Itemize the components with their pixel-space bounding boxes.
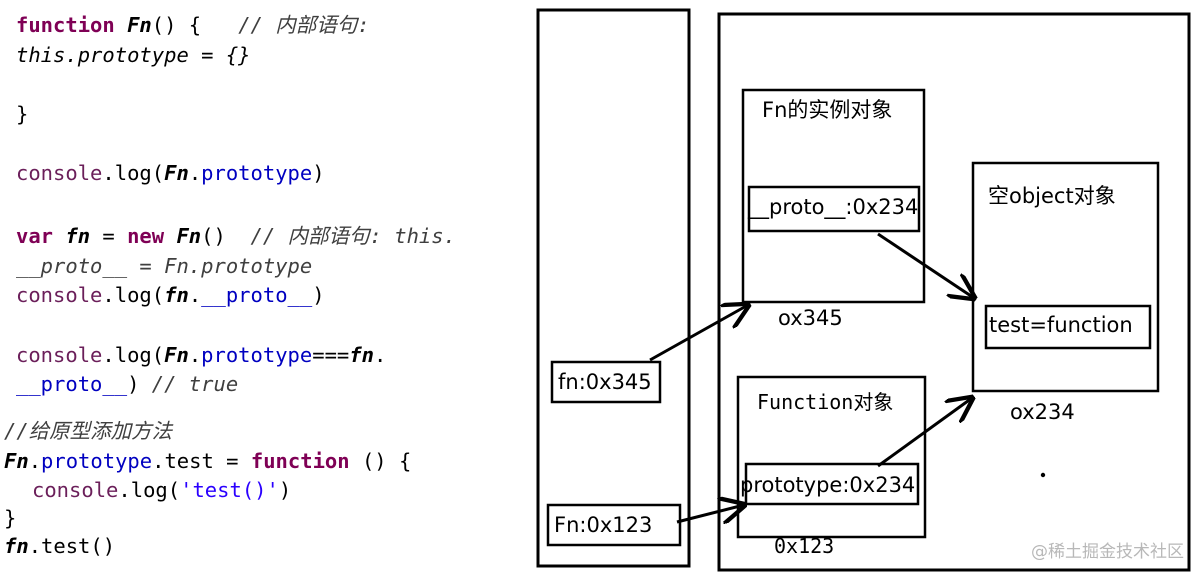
function-address: 0x123 — [774, 534, 835, 558]
code-line: console.log('test()') — [32, 478, 292, 502]
code-panel: function Fn() { // 内部语句: this.prototype … — [0, 0, 520, 576]
code-line: __proto__ = Fn.prototype — [16, 254, 313, 278]
function-object-box — [736, 375, 927, 539]
stack-Fn-label: Fn:0x123 — [554, 513, 653, 537]
empty-object-title: 空object对象 — [988, 184, 1116, 208]
instance-address: ox345 — [778, 306, 843, 330]
instance-proto-label: __proto__:0x234 — [748, 195, 919, 219]
instance-proto-cell — [747, 185, 921, 233]
code-line: console.log(fn.__proto__) — [16, 283, 325, 307]
stack-frame — [536, 8, 691, 568]
code-line: __proto__) // true — [16, 372, 239, 396]
instance-title: Fn的实例对象 — [762, 98, 893, 122]
stray-dot — [1040, 472, 1046, 478]
arrow-fn-to-instance — [649, 305, 748, 362]
arrow-Fn-to-function — [676, 505, 744, 522]
code-line: var fn = new Fn() // 内部语句: this. — [16, 224, 456, 248]
code-line: fn.test() — [4, 534, 116, 558]
stack-cell-Fn — [546, 503, 682, 547]
function-prototype-cell — [744, 462, 920, 506]
instance-object-box — [741, 88, 926, 304]
arrow-prototype-to-empty — [877, 398, 972, 468]
code-line: this.prototype = {} — [16, 43, 251, 67]
empty-test-label: test=function — [989, 313, 1133, 337]
code-line: //给原型添加方法 — [4, 419, 173, 443]
code-line: Fn.prototype.test = function () { — [4, 449, 412, 473]
stack-fn-label: fn:0x345 — [558, 370, 652, 394]
code-line: } — [4, 506, 17, 530]
code-line: console.log(Fn.prototype) — [16, 161, 325, 185]
empty-object-address: ox234 — [1010, 400, 1075, 424]
code-line: } — [16, 102, 29, 126]
code-line: function Fn() { // 内部语句: — [16, 13, 370, 37]
arrow-proto-to-empty — [877, 232, 974, 298]
stack-cell-fn — [550, 360, 662, 404]
function-prototype-label: prototype:0x234 — [740, 473, 916, 497]
watermark: @稀土掘金技术社区 — [1031, 542, 1184, 562]
heap-frame — [717, 12, 1191, 572]
code-line: console.log(Fn.prototype===fn. — [16, 343, 387, 367]
function-title: Function对象 — [757, 390, 894, 414]
empty-test-cell — [984, 304, 1152, 350]
